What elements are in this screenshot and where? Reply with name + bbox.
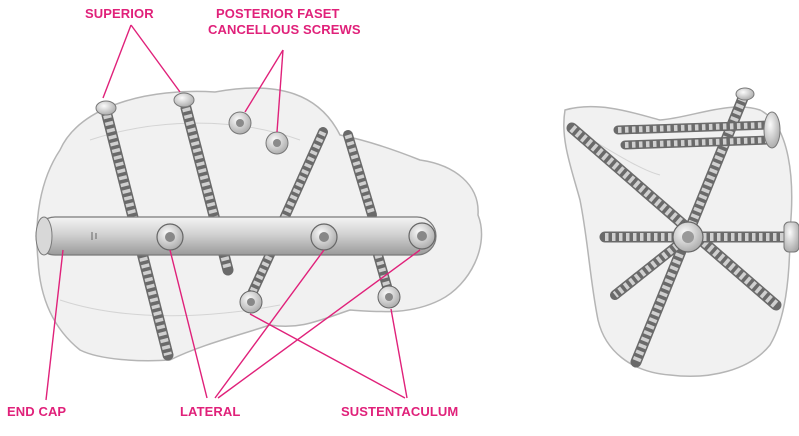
axial-rod-end <box>673 222 703 252</box>
label-lateral: LATERAL <box>180 404 240 419</box>
leader-superior-left <box>103 25 131 98</box>
leader-sustentaculum-1 <box>250 314 405 398</box>
label-end-cap: END CAP <box>7 404 66 419</box>
leader-sustentaculum-2 <box>391 309 407 398</box>
label-posterior-facet-line1: POSTERIOR FASET <box>216 6 340 21</box>
label-superior: SUPERIOR <box>85 6 154 21</box>
leader-superior-right <box>131 25 180 92</box>
lateral-rod <box>36 217 436 255</box>
label-sustentaculum: SUSTENTACULUM <box>341 404 458 419</box>
calcaneus-lateral-view <box>36 88 482 361</box>
calcaneus-axial-view <box>564 88 799 376</box>
label-posterior-facet-line2: CANCELLOUS SCREWS <box>208 22 361 37</box>
